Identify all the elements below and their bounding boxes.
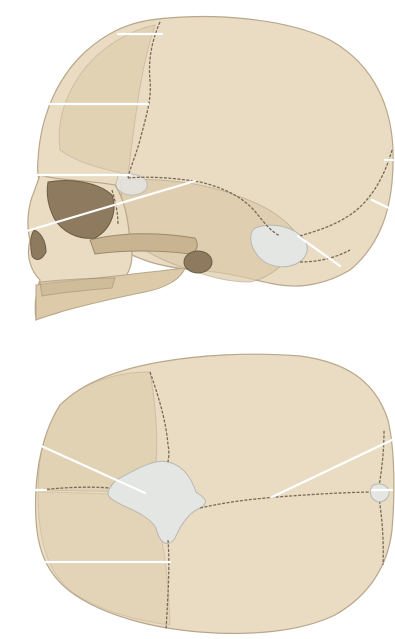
ear-opening bbox=[184, 251, 212, 273]
zygomatic-arch bbox=[90, 234, 197, 254]
lateral-view bbox=[20, 17, 393, 320]
posterior-fontanelle bbox=[370, 484, 389, 502]
superior-view bbox=[28, 354, 394, 633]
